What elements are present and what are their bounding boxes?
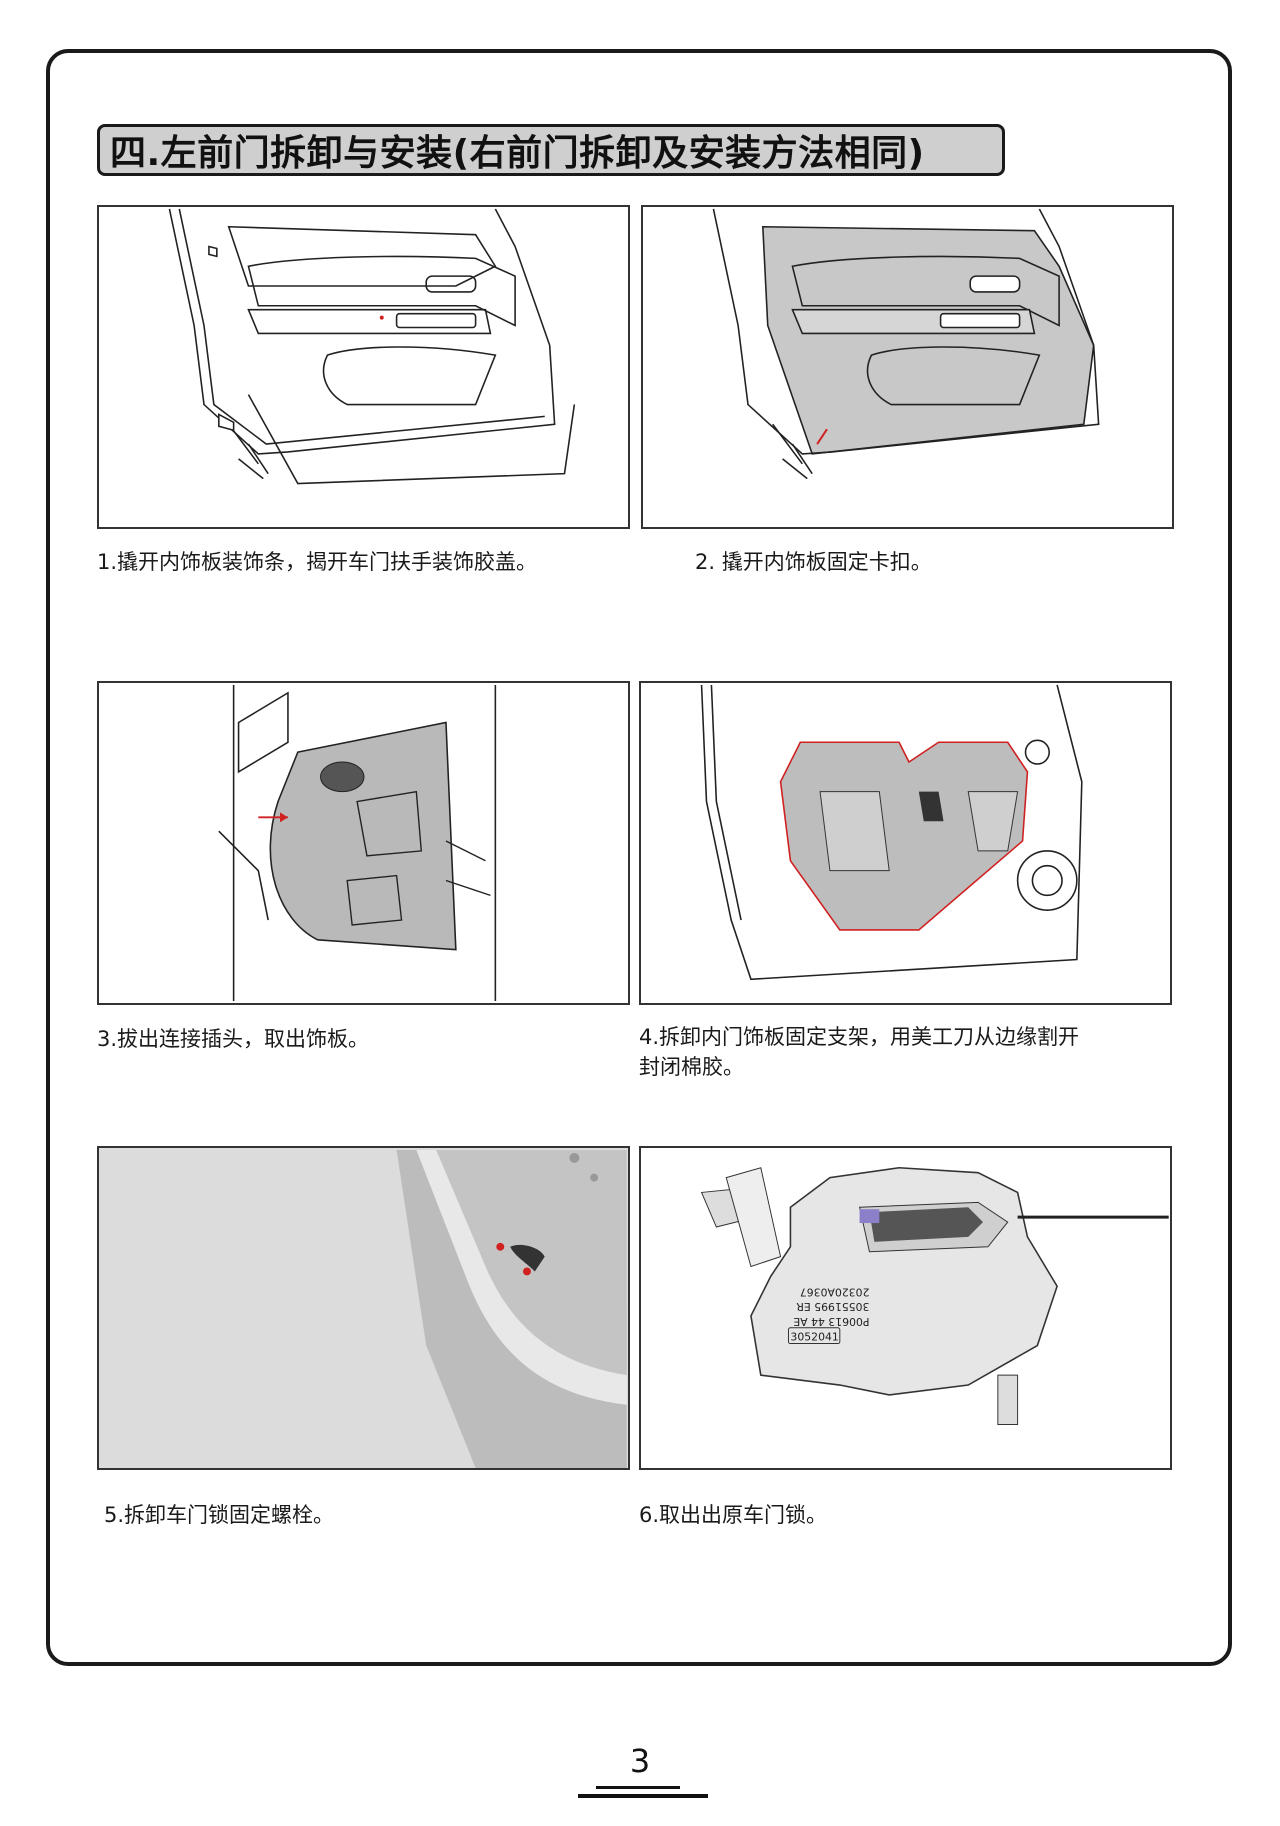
step-4-caption: 4.拆卸内门饰板固定支架，用美工刀从边缘割开 封闭棉胶。 xyxy=(639,1022,1079,1082)
section-title-box: 四.左前门拆卸与安装(右前门拆卸及安装方法相同) xyxy=(97,124,1005,176)
panel-removal-illustration xyxy=(218,684,497,1002)
section-title: 四.左前门拆卸与安装(右前门拆卸及安装方法相同) xyxy=(110,133,925,174)
step-3-caption: 3.拔出连接插头，取出饰板。 xyxy=(97,1027,370,1051)
step-3-image xyxy=(97,681,630,1005)
step-4-caption-line2: 封闭棉胶。 xyxy=(639,1055,744,1079)
step-2-caption: 2. 撬开内饰板固定卡扣。 xyxy=(695,550,932,574)
door-panel-illustration xyxy=(168,208,576,485)
step-1-caption: 1.撬开内饰板装饰条，揭开车门扶手装饰胶盖。 xyxy=(97,550,538,574)
step-4-image xyxy=(639,681,1172,1005)
step-1-image xyxy=(97,205,630,529)
step-4-caption-line1: 4.拆卸内门饰板固定支架，用美工刀从边缘割开 xyxy=(639,1025,1080,1049)
foam-seal-illustration xyxy=(700,684,1083,981)
page-number-underline xyxy=(596,1786,680,1789)
step-2-image xyxy=(641,205,1174,529)
lock-bolt-photo xyxy=(396,1149,627,1468)
lock-code-1: P00613 44 AE xyxy=(793,1315,869,1328)
door-lock-illustration: 3052041 P00613 44 AE 30551995 ER 20320A0… xyxy=(700,1166,1169,1426)
page-number: 3 xyxy=(629,1742,651,1780)
lock-code-3: 20320A0367 xyxy=(800,1285,870,1298)
lock-part-number: 3052041 xyxy=(790,1331,838,1344)
step-5-caption: 5.拆卸车门锁固定螺栓。 xyxy=(104,1503,335,1527)
step-6-caption: 6.取出出原车门锁。 xyxy=(639,1503,828,1527)
step-6-image: 3052041 P00613 44 AE 30551995 ER 20320A0… xyxy=(639,1146,1172,1470)
lock-code-2: 30551995 ER xyxy=(796,1300,870,1313)
door-panel-highlighted-illustration xyxy=(712,208,1100,480)
page-number-underline-bold xyxy=(578,1794,708,1798)
step-5-image xyxy=(97,1146,630,1470)
page-frame xyxy=(46,49,1232,1666)
